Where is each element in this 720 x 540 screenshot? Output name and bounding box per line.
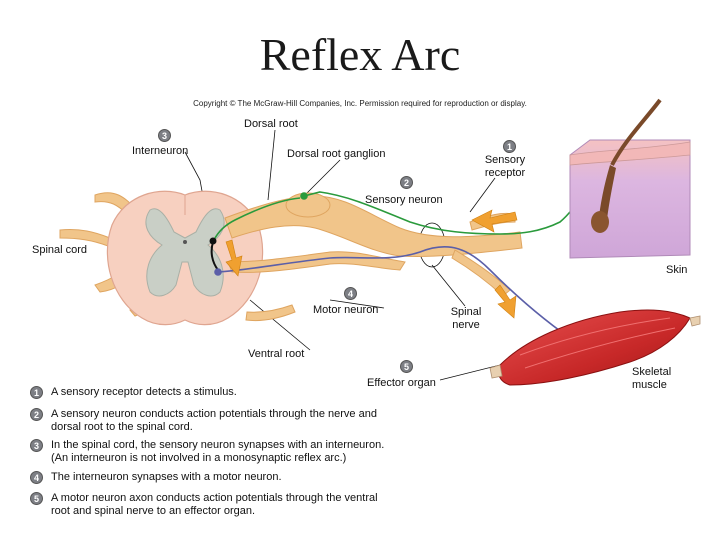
dorsal-root-label: Dorsal root — [244, 118, 298, 130]
sensory-receptor-label: Sensory receptor — [484, 154, 526, 179]
marker-effector-organ: 5 — [400, 360, 413, 373]
dorsal-root-ganglion-label: Dorsal root ganglion — [287, 148, 386, 160]
sensory-receptor-leader — [469, 177, 496, 213]
spinal-cord-label: Spinal cord — [32, 244, 88, 256]
arrow-outgoing — [494, 284, 517, 319]
sensory-neuron-label: Sensory neuron — [365, 194, 443, 206]
step-3-text-line1: In the spinal cord, the sensory neuron s… — [51, 439, 385, 451]
copyright-notice: Copyright © The McGraw-Hill Companies, I… — [193, 99, 527, 108]
step-1-text: A sensory receptor detects a stimulus. — [51, 386, 237, 398]
skin-label: Skin — [666, 264, 688, 276]
interneuron-path — [209, 237, 219, 271]
step-2-number: 2 — [30, 408, 43, 421]
direction-arrows — [225, 209, 518, 319]
page-title: Reflex Arc — [259, 29, 461, 80]
motor-neuron-label: Motor neuron — [313, 304, 379, 316]
dorsal-root-ganglion — [285, 192, 331, 218]
skin-block — [569, 98, 691, 259]
ventral-root-label: Ventral root — [248, 348, 305, 360]
step-1-number: 1 — [30, 386, 43, 399]
spinal-nerve-leader — [431, 264, 466, 307]
step-5-text-line1: A motor neuron axon conducts action pote… — [51, 492, 378, 504]
step-3-number: 3 — [30, 439, 43, 452]
step-5-text-line2: root and spinal nerve to an effector org… — [51, 505, 256, 517]
dorsal-root-leader — [267, 129, 276, 201]
marker-motor-neuron: 4 — [344, 287, 357, 300]
ganglion-leader — [304, 159, 341, 196]
motor-neuron-leader — [329, 299, 385, 309]
spinal-cord — [106, 190, 264, 326]
step-5-number: 5 — [30, 492, 43, 505]
effector-organ-label: Effector organ — [367, 377, 436, 389]
arrow-cord — [225, 239, 243, 277]
step-4-text: The interneuron synapses with a motor ne… — [51, 471, 282, 483]
step-2-text-line1: A sensory neuron conducts action potenti… — [51, 408, 377, 420]
skeletal-muscle — [489, 309, 701, 386]
spinal-nerve-label: Spinal nerve — [450, 306, 482, 331]
step-2-text-line2: dorsal root to the spinal cord. — [51, 421, 193, 433]
marker-interneuron: 3 — [158, 129, 171, 142]
marker-sensory-neuron: 2 — [400, 176, 413, 189]
ventral-root-leader — [249, 299, 311, 351]
marker-sensory-receptor: 1 — [503, 140, 516, 153]
interneuron-label: Interneuron — [132, 145, 189, 157]
step-4-number: 4 — [30, 471, 43, 484]
spinal-nerve-trunk — [224, 192, 523, 297]
arrow-incoming — [471, 209, 518, 233]
step-3-text-line2: (An interneuron is not involved in a mon… — [51, 452, 347, 464]
skeletal-muscle-label: Skeletal muscle — [632, 366, 672, 391]
